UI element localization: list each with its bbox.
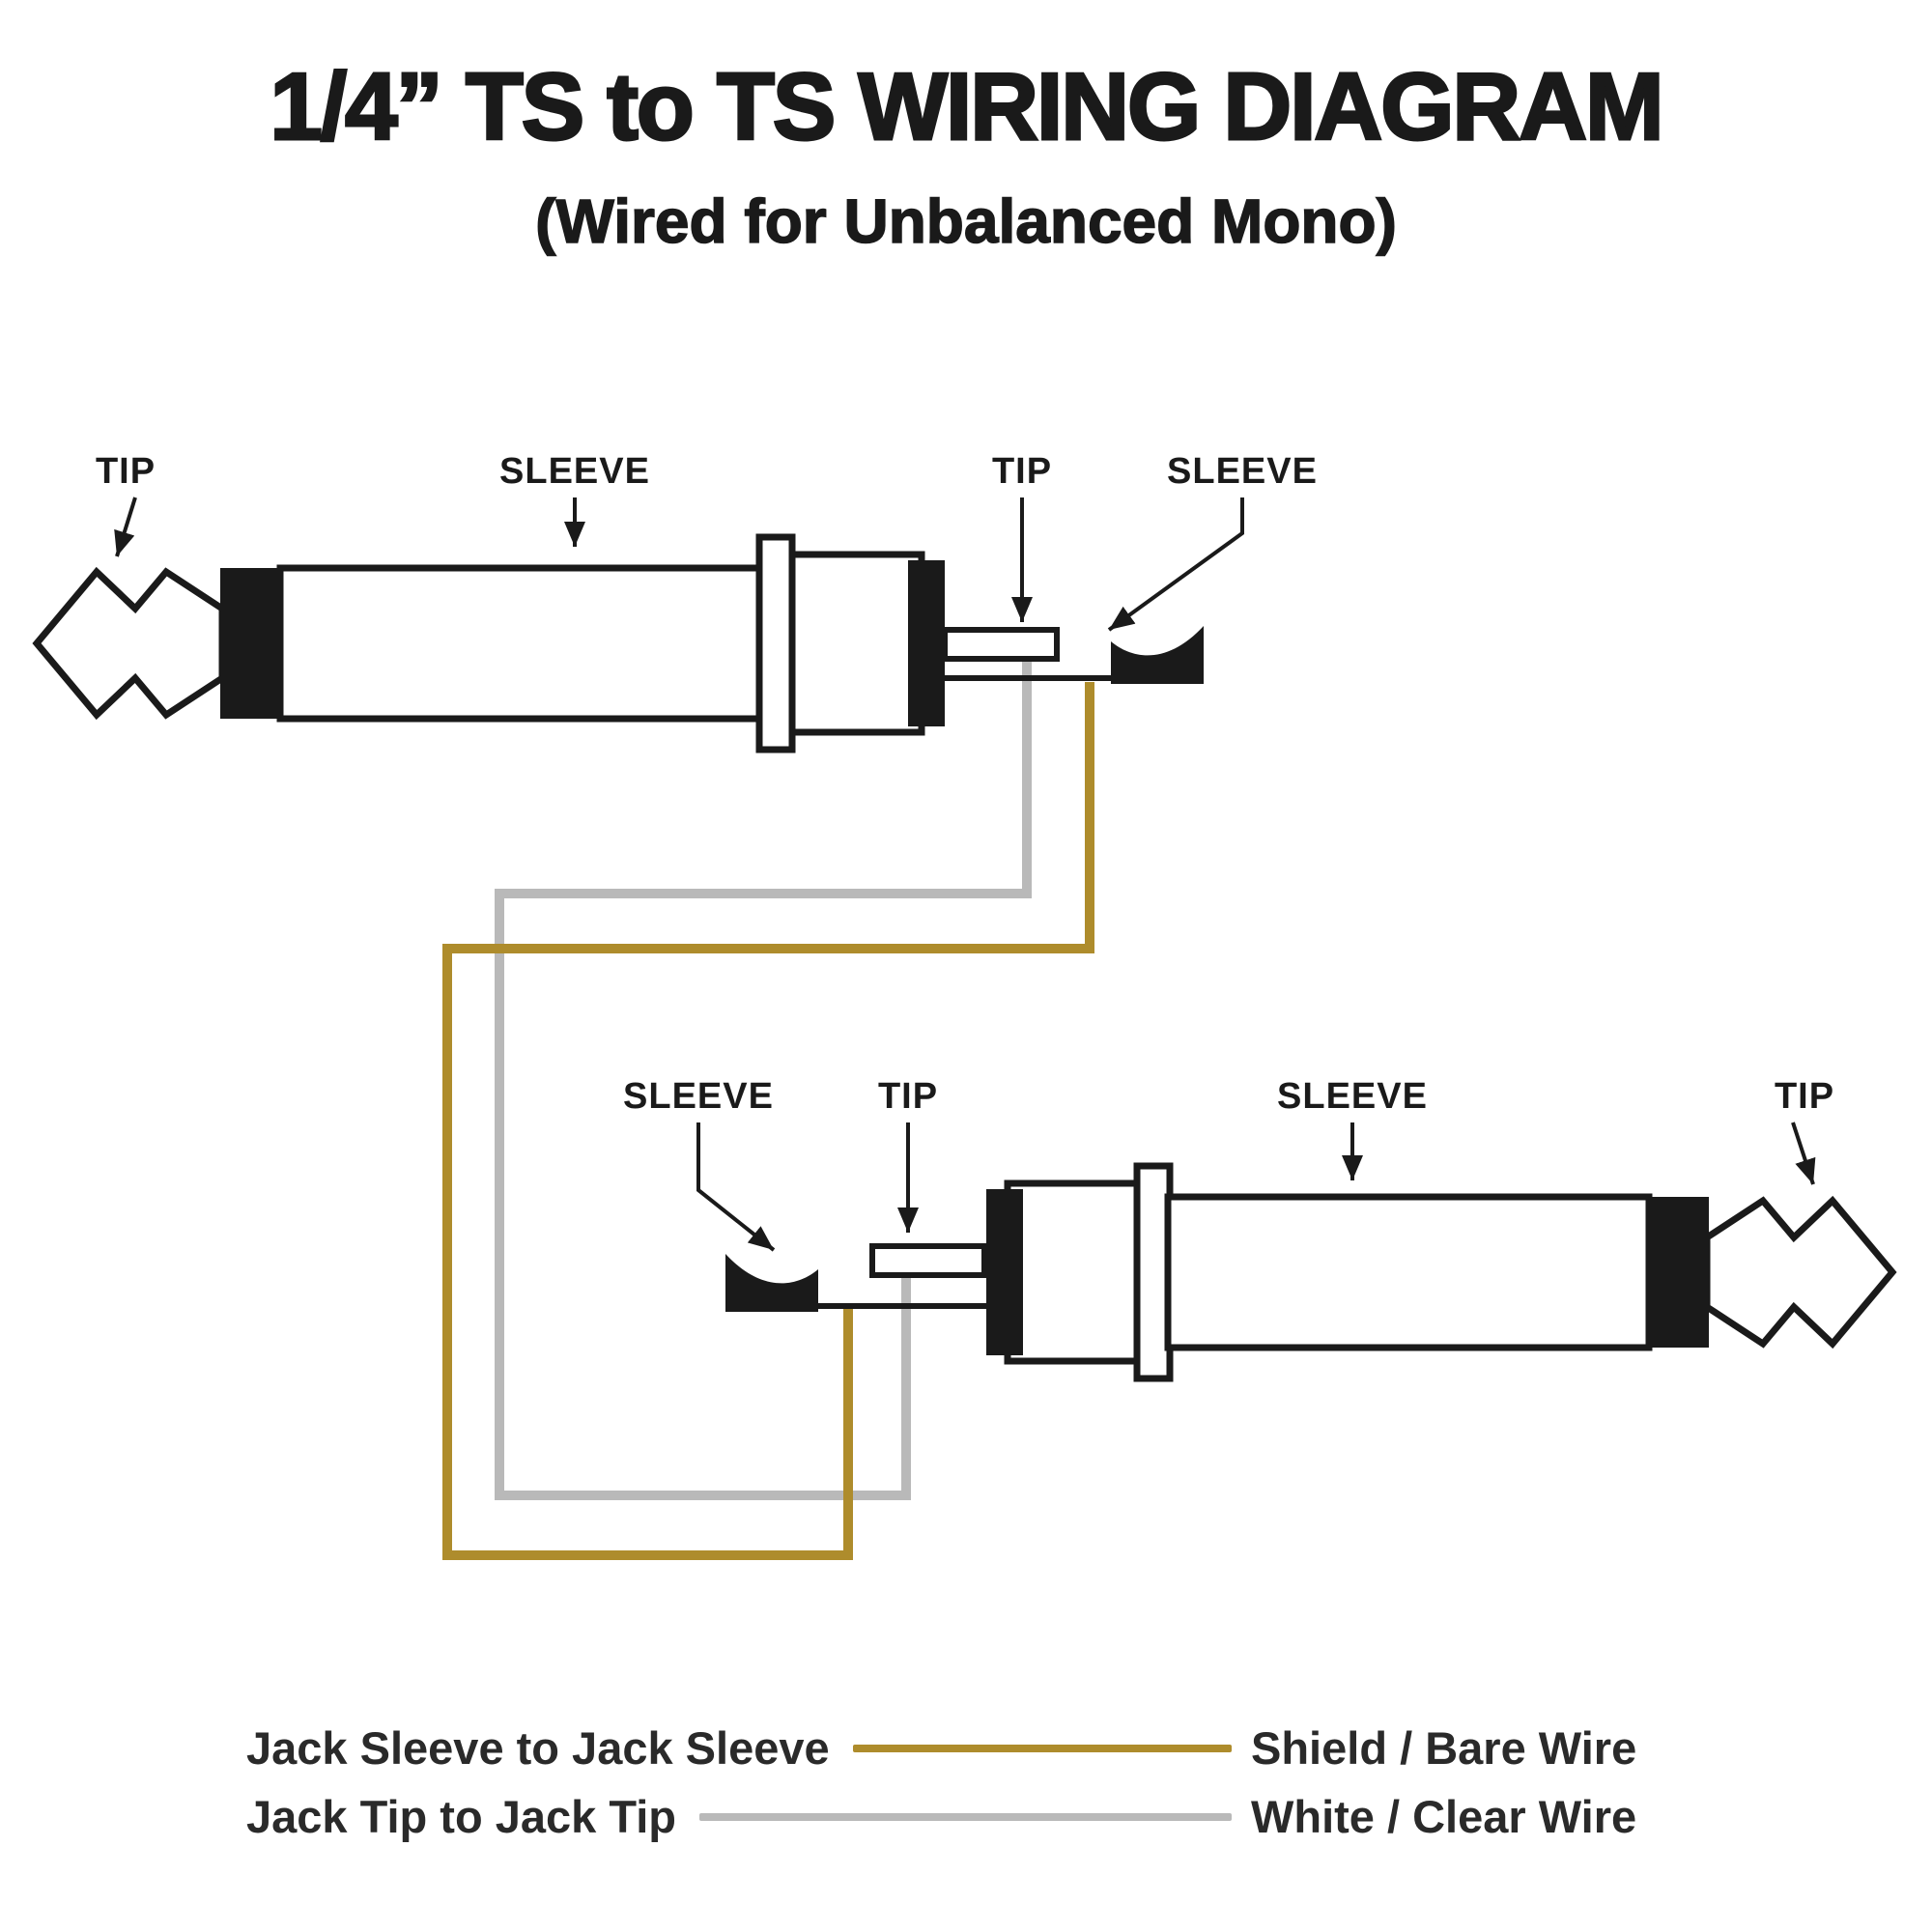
leader-arrow xyxy=(1791,1122,1816,1185)
bottom-plug-rear-shell xyxy=(1004,1179,1141,1365)
top-plug-collar xyxy=(755,533,796,753)
bottom-sleeve-terminal-label: SLEEVE xyxy=(623,1076,774,1117)
top-plug-tip xyxy=(32,566,226,721)
leader-arrow xyxy=(1107,497,1244,632)
tip-to-tip-wire xyxy=(495,661,1032,1500)
bottom-plug-cap xyxy=(986,1189,1023,1355)
legend-connection-label: Jack Sleeve to Jack Sleeve xyxy=(246,1722,830,1774)
bottom-tip-label: TIP xyxy=(1775,1076,1834,1117)
top-sleeve-label: SLEEVE xyxy=(499,451,650,492)
top-tip-terminal xyxy=(942,627,1060,662)
bottom-plug xyxy=(725,1162,1897,1382)
bottom-plug-barrel xyxy=(1164,1193,1653,1351)
legend-wire-type-label: White / Clear Wire xyxy=(1251,1791,1637,1842)
top-plug-cap xyxy=(908,560,945,726)
top-sleeve-terminal-hook xyxy=(1111,626,1204,684)
bottom-plug-tip xyxy=(1703,1195,1897,1350)
bottom-plug-leader-arrows xyxy=(696,1122,1816,1252)
page-subtitle: (Wired for Unbalanced Mono) xyxy=(534,185,1397,257)
legend-row-shield: Jack Sleeve to Jack Sleeve Shield / Bare… xyxy=(246,1721,1705,1775)
bottom-sleeve-label: SLEEVE xyxy=(1277,1076,1428,1117)
wires xyxy=(442,661,1094,1560)
legend-connection-label: Jack Tip to Jack Tip xyxy=(246,1791,676,1842)
legend-wire-type-label: Shield / Bare Wire xyxy=(1251,1722,1637,1774)
clear-wire-swatch xyxy=(698,1812,1232,1821)
top-plug xyxy=(32,533,1204,753)
bottom-tip-terminal xyxy=(869,1243,987,1278)
top-plug-leader-arrows xyxy=(114,497,1244,632)
shield-wire-swatch xyxy=(852,1744,1232,1752)
top-tip-terminal-label: TIP xyxy=(992,451,1052,492)
top-plug-barrel xyxy=(276,564,765,723)
leader-arrow xyxy=(114,497,137,557)
legend-row-clear: Jack Tip to Jack Tip White / Clear Wire xyxy=(246,1790,1705,1843)
bottom-plug-labels: SLEEVE TIP SLEEVE TIP xyxy=(623,1076,1834,1117)
page-title: 1/4” TS to TS WIRING DIAGRAM xyxy=(269,52,1665,161)
top-sleeve-terminal-label: SLEEVE xyxy=(1167,451,1318,492)
top-tip-label: TIP xyxy=(96,451,156,492)
top-plug-labels: TIP SLEEVE TIP SLEEVE xyxy=(96,451,1318,492)
legend: Jack Sleeve to Jack Sleeve Shield / Bare… xyxy=(246,1721,1705,1859)
leader-arrow xyxy=(696,1122,776,1252)
bottom-sleeve-terminal-hook xyxy=(725,1254,818,1312)
sleeve-to-sleeve-wire xyxy=(442,682,1094,1560)
bottom-tip-terminal-label: TIP xyxy=(878,1076,938,1117)
bottom-plug-insulator-ring xyxy=(1649,1197,1709,1348)
top-plug-rear-shell xyxy=(788,551,925,736)
top-plug-insulator-ring xyxy=(220,568,280,719)
